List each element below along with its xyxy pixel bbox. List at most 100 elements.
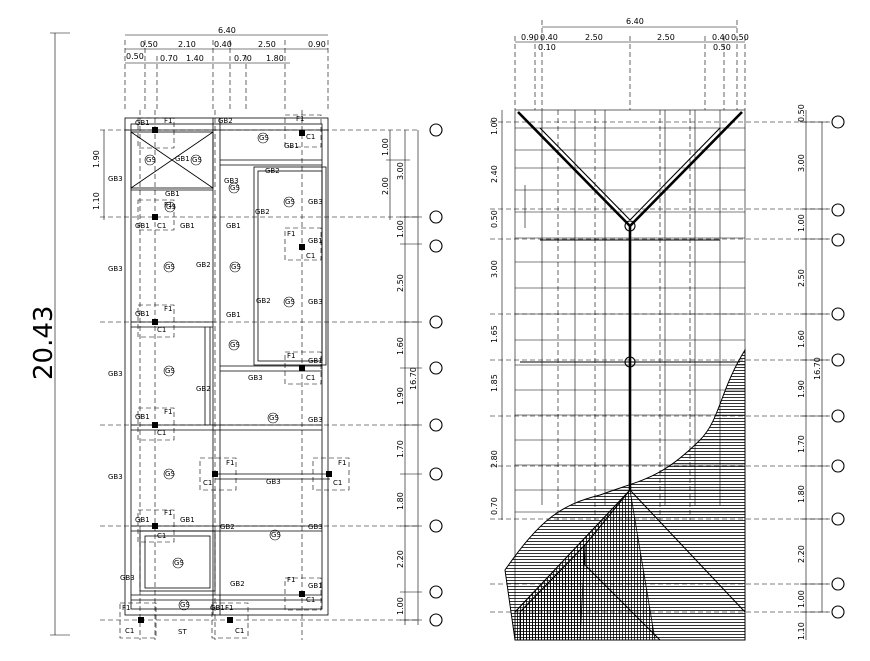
gb2-label: GB2	[220, 523, 235, 531]
gs-label: GS	[271, 531, 281, 539]
c1-label: C1	[157, 222, 166, 230]
roof-left-dim: 1.85	[490, 374, 499, 392]
gs-label: GS	[269, 414, 279, 422]
roof-left-dim: 0.70	[490, 497, 499, 515]
c1-label: C1	[306, 374, 315, 382]
roof-dim-top: 0.90	[521, 33, 539, 42]
gs-label: GS	[259, 134, 269, 142]
plan-dim-top2: 1.80	[266, 54, 284, 63]
plan-dim-top: 0.40	[214, 40, 232, 49]
gb2-label: GB2	[218, 117, 233, 125]
gb1-label: GB1	[308, 237, 323, 245]
gs-label: GS	[165, 470, 175, 478]
c1-label: C1	[306, 133, 315, 141]
gb1-label: GB1	[210, 604, 225, 612]
gb2-label: GB2	[255, 208, 270, 216]
roof-right-dim: 1.90	[797, 380, 806, 398]
f1-label: F1	[164, 509, 172, 517]
gs-label: GS	[166, 203, 176, 211]
gb3-label: GB3	[308, 198, 323, 206]
roof-right-dim: 1.70	[797, 435, 806, 453]
roof-dim-top2: 0.50	[713, 43, 731, 52]
gb3-label: GB3	[308, 298, 323, 306]
f1-label: F1	[164, 201, 172, 209]
gb3-label: GB3	[108, 175, 123, 183]
roof-right-dim: 1.60	[797, 330, 806, 348]
gb1-label: GB1	[226, 311, 241, 319]
plan-right-dim: 1.00	[381, 138, 390, 156]
plan-right-dim: 2.00	[381, 177, 390, 195]
roof-right-dim: 0.50	[797, 104, 806, 122]
gb3-label: GB3	[248, 374, 263, 382]
roof-dim-top2: 0.10	[538, 43, 556, 52]
c1-label: C1	[306, 252, 315, 260]
f1-label: F1	[226, 459, 234, 467]
gb3-label: GB3	[266, 478, 281, 486]
plan-left-dim: 1.10	[92, 192, 101, 210]
roof-dim-top: 0.40	[712, 33, 730, 42]
gs-label: GS	[146, 156, 156, 164]
gb3-label: GB3	[120, 574, 135, 582]
gs-label: GS	[180, 601, 190, 609]
gb3-label: GB3	[108, 370, 123, 378]
gb3-label: GB3	[308, 523, 323, 531]
roof-left-dim: 0.50	[490, 210, 499, 228]
gs-label: GS	[231, 263, 241, 271]
gb1-label: GB1	[284, 142, 299, 150]
roof-dim-top: 2.50	[585, 33, 603, 42]
roof-left-dim: 1.00	[490, 117, 499, 135]
plan-right-dim: 1.60	[396, 337, 405, 355]
roof-right-dim: 2.50	[797, 269, 806, 287]
gb1-label: GB1	[135, 516, 150, 524]
f1-label: F1	[164, 117, 172, 125]
roof-right-dim: 1.80	[797, 485, 806, 503]
f1-label: F1	[287, 576, 295, 584]
gb1-label: GB1	[180, 516, 195, 524]
f1-label: F1	[164, 305, 172, 313]
plan-dim-top: 2.10	[178, 40, 196, 49]
roof-left-dim: 1.65	[490, 325, 499, 343]
gb1-label: GB1	[135, 413, 150, 421]
c1-label: C1	[157, 326, 166, 334]
c1-label: C1	[125, 627, 134, 635]
f1-label: F1	[164, 408, 172, 416]
c1-label: C1	[306, 596, 315, 604]
gb3-label: GB3	[108, 265, 123, 273]
plan-right-dim: 1.80	[396, 492, 405, 510]
plan-dim-top: 0.50	[140, 40, 158, 49]
plan-right-total: 16.70	[409, 367, 418, 390]
gb2-label: GB2	[196, 385, 211, 393]
c1-label: C1	[235, 627, 244, 635]
c1-label: C1	[157, 429, 166, 437]
plan-dim-top2: 0.70	[160, 54, 178, 63]
gb1-label: GB1	[135, 119, 150, 127]
roof-overall-width: 6.40	[626, 17, 644, 26]
gb3-label: GB3	[308, 416, 323, 424]
roof-left-dim: 2.40	[490, 165, 499, 183]
gs-label: GS	[230, 184, 240, 192]
gb1-label: GB1	[175, 155, 190, 163]
roof-dim-top: 0.40	[540, 33, 558, 42]
plan-overall-width: 6.40	[218, 26, 236, 35]
plan-right-dim: 2.50	[396, 274, 405, 292]
plan-right-dim: 3.00	[396, 162, 405, 180]
gb2-label: GB2	[265, 167, 280, 175]
c1-label: C1	[157, 532, 166, 540]
st-label: ST	[178, 628, 187, 636]
plan-right-dim: 2.20	[396, 550, 405, 568]
plan-dim-top: 2.50	[258, 40, 276, 49]
roof-right-dim: 3.00	[797, 154, 806, 172]
f1-label: F1	[122, 604, 130, 612]
plan-right-dim: 1.00	[396, 220, 405, 238]
plan-dim-top: 0.90	[308, 40, 326, 49]
roof-dim-top: 2.50	[657, 33, 675, 42]
gb1-label: GB1	[308, 357, 323, 365]
roof-right-dim: 1.10	[797, 622, 806, 640]
gb1-label: GB1	[226, 222, 241, 230]
roof-left-dim: 3.00	[490, 260, 499, 278]
roof-right-dim: 1.00	[797, 590, 806, 608]
gb1-label: GB1	[165, 190, 180, 198]
gb1-label: GB1	[135, 222, 150, 230]
gb2-label: GB2	[256, 297, 271, 305]
plan-dim-top2: 1.40	[186, 54, 204, 63]
